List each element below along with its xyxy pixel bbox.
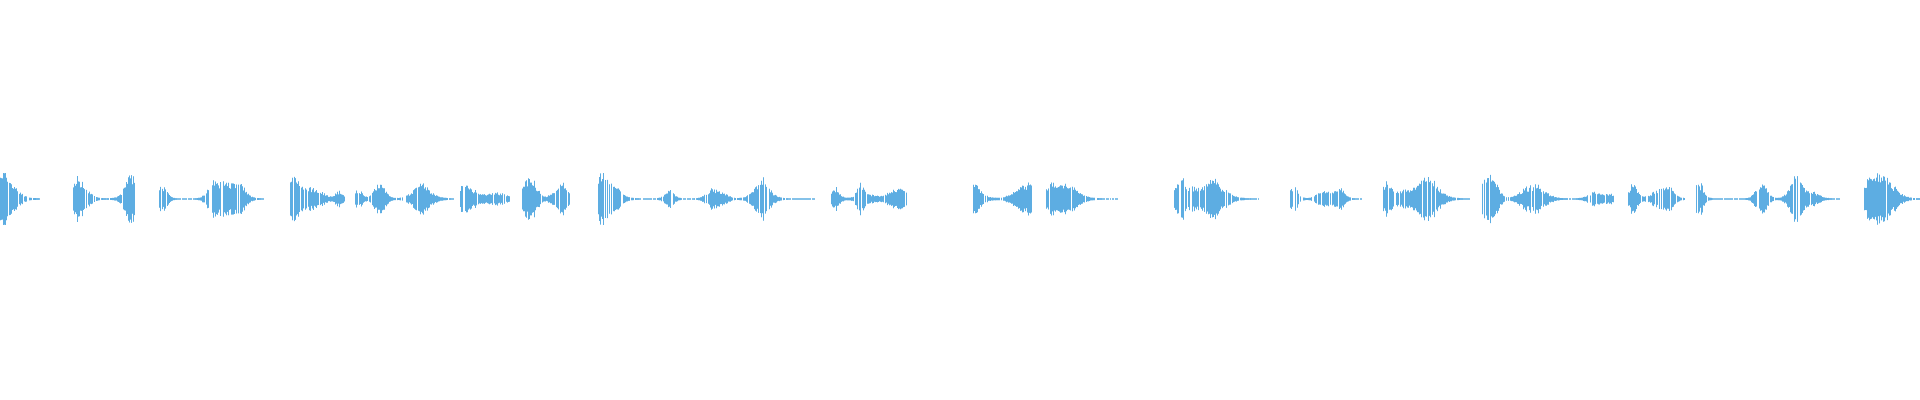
waveform-segment bbox=[73, 175, 135, 223]
waveform-segment bbox=[1383, 177, 1470, 221]
waveform-segment bbox=[973, 182, 1032, 216]
waveform-segment bbox=[1864, 173, 1920, 225]
waveform-segment bbox=[1482, 174, 1614, 224]
waveform-segment bbox=[159, 180, 264, 218]
waveform-segment bbox=[1628, 184, 1685, 214]
waveform-segment bbox=[0, 173, 40, 225]
waveform-segment bbox=[1696, 176, 1840, 222]
waveform-segment bbox=[355, 183, 454, 215]
waveform-segment bbox=[460, 185, 510, 213]
waveform-segment bbox=[290, 176, 345, 222]
waveform-segment bbox=[1290, 187, 1362, 211]
waveform-segment bbox=[1174, 178, 1259, 220]
waveform-segment bbox=[831, 182, 907, 216]
waveform-segment bbox=[1046, 182, 1118, 216]
waveform-segment bbox=[598, 173, 815, 225]
waveform-segment bbox=[522, 178, 570, 220]
